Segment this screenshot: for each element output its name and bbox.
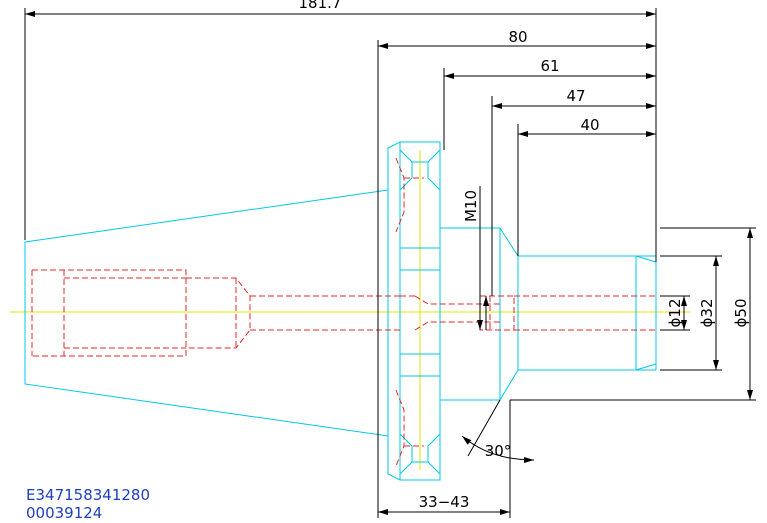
dim-overall-length: 181.7 — [299, 0, 342, 12]
hidden-features — [31, 157, 656, 467]
dimension-lines — [24, 8, 756, 518]
dim-diameter-32: ϕ32 — [698, 299, 716, 328]
dim-length-40: 40 — [580, 116, 599, 134]
dim-diameter-50: ϕ50 — [732, 299, 750, 328]
dim-length-80: 80 — [508, 28, 527, 46]
dim-range: 33−43 — [419, 493, 470, 511]
centerline — [10, 150, 690, 470]
dim-length-47: 47 — [566, 87, 585, 105]
dim-length-61: 61 — [540, 57, 559, 75]
holder-outline — [24, 141, 657, 481]
part-code-line1: E347158341280 — [26, 486, 150, 504]
dim-diameter-12: ϕ12 — [666, 299, 684, 328]
part-code-line2: 00039124 — [26, 504, 102, 522]
dim-thread-m10: M10 — [462, 190, 480, 222]
dim-angle: 30° — [485, 442, 512, 460]
